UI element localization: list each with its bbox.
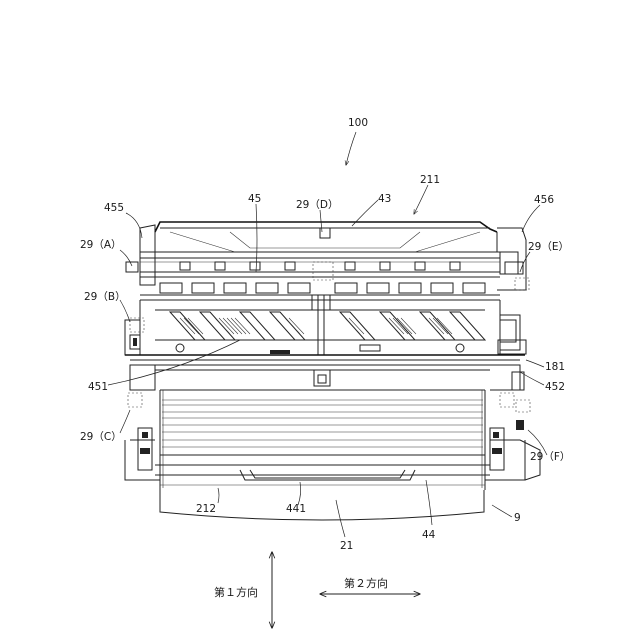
label-9: 9 bbox=[514, 512, 521, 524]
label-29-f: 29（F） bbox=[530, 451, 570, 463]
label-100: 100 bbox=[348, 117, 368, 129]
label-21: 21 bbox=[340, 540, 353, 552]
tab-row bbox=[160, 283, 485, 293]
label-211: 211 bbox=[420, 174, 440, 186]
lower-body bbox=[125, 278, 540, 520]
label-452: 452 bbox=[545, 381, 565, 393]
label-212: 212 bbox=[196, 503, 216, 515]
rib-block-left bbox=[170, 312, 305, 340]
leader-lines bbox=[108, 132, 547, 537]
label-29-e: 29（E） bbox=[528, 241, 569, 253]
reference-labels: 100 211 43 45 29（D） 455 456 29（A） 29（E） … bbox=[80, 117, 570, 552]
label-29-c: 29（C） bbox=[80, 431, 122, 443]
second-direction-label: 第２方向 bbox=[344, 576, 388, 590]
label-29-b: 29（B） bbox=[84, 291, 126, 303]
middle-frame bbox=[125, 300, 526, 355]
label-181: 181 bbox=[545, 361, 565, 373]
label-451: 451 bbox=[88, 381, 108, 393]
label-455: 455 bbox=[104, 202, 124, 214]
label-43: 43 bbox=[378, 193, 391, 205]
rib-block-right bbox=[340, 312, 485, 340]
label-456: 456 bbox=[534, 194, 554, 206]
clamp-right bbox=[490, 420, 524, 470]
label-44: 44 bbox=[422, 529, 436, 541]
upper-unit bbox=[126, 222, 526, 355]
label-45: 45 bbox=[248, 193, 261, 205]
first-direction-label: 第１方向 bbox=[214, 585, 258, 599]
clamp-left bbox=[138, 428, 152, 470]
clip-row bbox=[180, 262, 460, 270]
label-441: 441 bbox=[286, 503, 306, 515]
label-29-a: 29（A） bbox=[80, 239, 122, 251]
label-29-d: 29（D） bbox=[296, 199, 338, 211]
direction-indicator: 第１方向 第２方向 bbox=[214, 552, 420, 628]
